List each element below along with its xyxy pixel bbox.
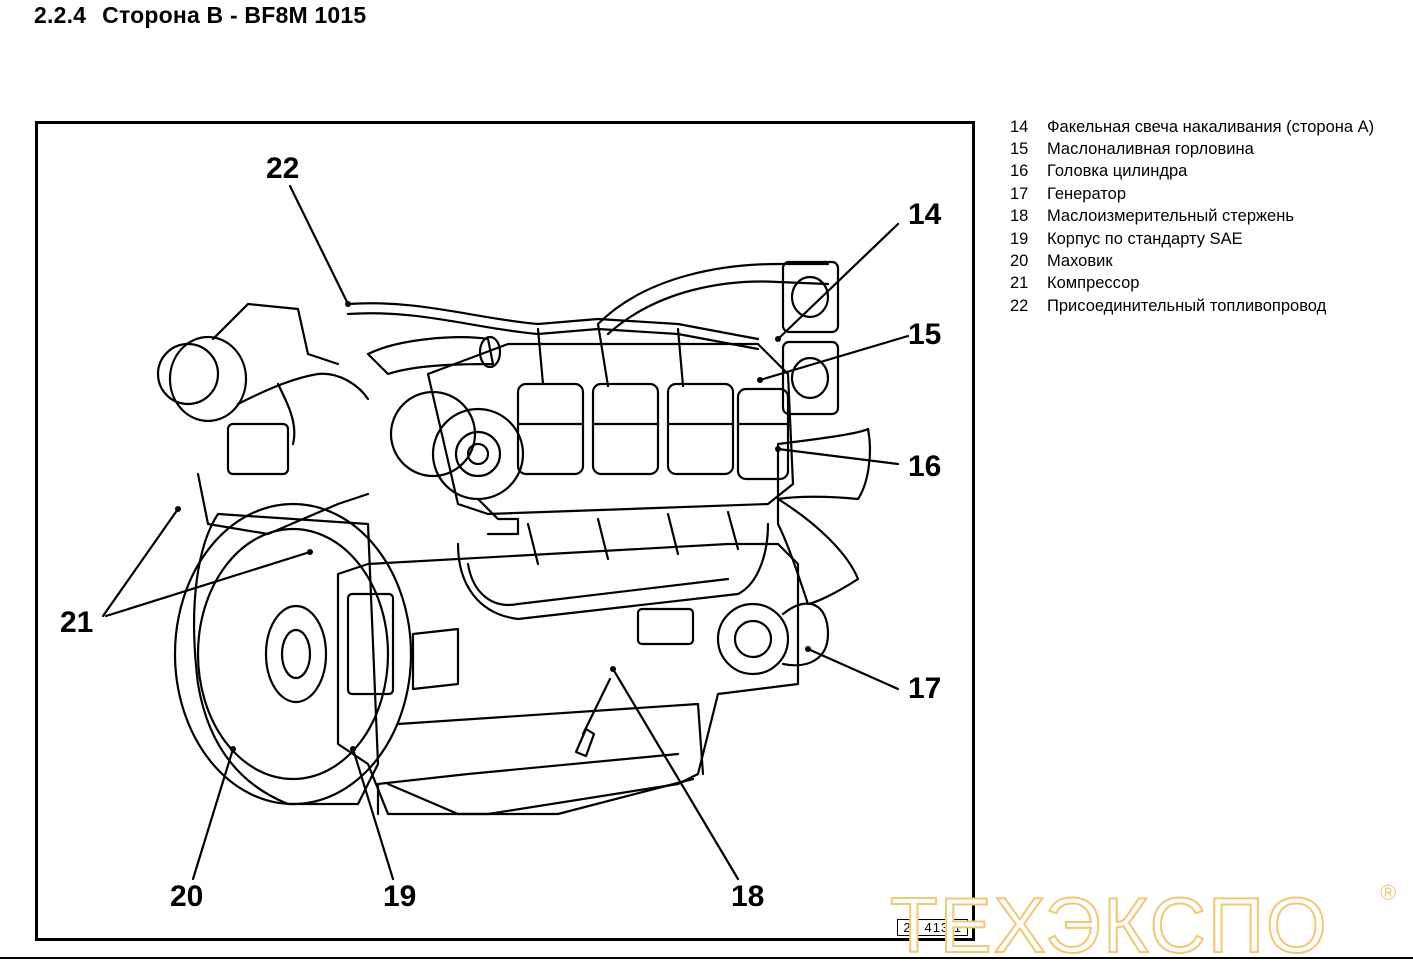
callout-16: 16 (908, 450, 942, 483)
engine-illustration (101, 184, 910, 881)
callout-20: 20 (170, 880, 204, 913)
watermark-logo: ТЕХЭКСПО (889, 881, 1329, 969)
callout-22: 22 (266, 152, 300, 185)
legend-number: 14 (1010, 117, 1029, 136)
legend-label: Маслоизмерительный стержень (1047, 207, 1294, 226)
registered-mark: ® (1380, 880, 1397, 905)
callout-17: 17 (908, 672, 942, 705)
section-title: Сторона B - BF8M 1015 (102, 2, 367, 28)
callout-14: 14 (908, 198, 942, 231)
parts-legend: 14 Факельная свеча накаливания (сторона А… (1010, 116, 1405, 318)
legend-label: Маслоналивная горловина (1047, 140, 1254, 159)
page-bottom-rule (0, 957, 1413, 959)
legend-number: 18 (1010, 207, 1029, 226)
legend-item: 22 Присоединительный топливопровод (1010, 295, 1405, 317)
legend-number: 19 (1010, 229, 1029, 248)
callout-21: 21 (60, 606, 94, 639)
legend-number: 20 (1010, 252, 1029, 271)
callout-18: 18 (731, 880, 765, 913)
legend-item: 19 Корпус по стандарту SAE (1010, 228, 1405, 250)
legend-item: 18 Маслоизмерительный стержень (1010, 206, 1405, 228)
legend-item: 15 Маслоналивная горловина (1010, 138, 1405, 160)
figure-code: 26 413 1 (897, 919, 968, 936)
page-title: 2.2.4 Сторона B - BF8M 1015 (34, 2, 366, 29)
legend-number: 15 (1010, 140, 1029, 159)
legend-number: 22 (1010, 296, 1029, 315)
callout-15: 15 (908, 318, 942, 351)
legend-number: 16 (1010, 162, 1029, 181)
engine-illustration-frame: 22 14 15 16 21 17 20 19 18 26 413 1 (35, 121, 975, 941)
legend-item: 14 Факельная свеча накаливания (сторона А… (1010, 116, 1405, 138)
legend-item: 16 Головка цилиндра (1010, 161, 1405, 183)
legend-number: 17 (1010, 184, 1029, 203)
legend-item: 21 Компрессор (1010, 273, 1405, 295)
callout-19: 19 (383, 880, 417, 913)
legend-label: Маховик (1047, 252, 1113, 271)
legend-number: 21 (1010, 274, 1029, 293)
legend-label: Компрессор (1047, 274, 1140, 293)
legend-label: Факельная свеча накаливания (сторона А) (1047, 117, 1375, 136)
legend-item: 20 Маховик (1010, 250, 1405, 272)
legend-label: Генератор (1047, 184, 1127, 203)
legend-label: Присоединительный топливопровод (1047, 296, 1327, 315)
legend-item: 17 Генератор (1010, 183, 1405, 205)
legend-label: Корпус по стандарту SAE (1047, 229, 1243, 248)
section-number: 2.2.4 (34, 2, 87, 28)
legend-label: Головка цилиндра (1047, 162, 1188, 181)
exhaust-flange-upper (781, 260, 840, 334)
exhaust-flange-lower (781, 340, 840, 416)
